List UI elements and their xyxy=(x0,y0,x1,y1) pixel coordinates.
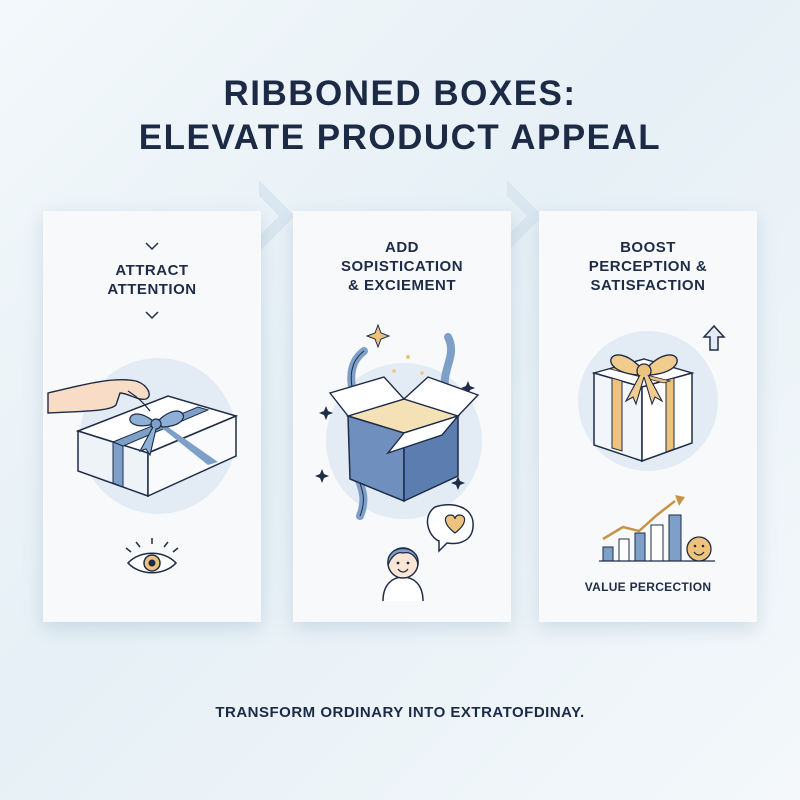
chevron-right-icon xyxy=(259,180,295,252)
chevron-down-icon xyxy=(145,311,159,320)
panel-heading: BOOST PERCEPTION & SATISFACTION xyxy=(588,239,708,294)
panel-add-sophistication: ADD SOPISTICATION & EXCIEMENT xyxy=(293,211,511,622)
value-perception-caption: VALUE PERCECTION xyxy=(584,580,712,594)
gift-box-gold-ribbon-icon xyxy=(578,331,718,471)
chevron-right-icon xyxy=(507,180,543,252)
arrow-up-icon xyxy=(702,324,726,351)
panel-attract-attention: ATTRACT ATTENTION xyxy=(43,211,261,622)
footer-tagline: TRANSFORM ORDINARY INTO EXTRATOFDINAY. xyxy=(215,704,585,721)
eye-icon xyxy=(125,538,179,574)
open-gift-box-icon xyxy=(315,323,482,520)
panel-boost-perception: BOOST PERCEPTION & SATISFACTION VALUE PE… xyxy=(539,211,757,622)
title-line-2: ELEVATE PRODUCT APPEAL xyxy=(138,118,662,157)
page-title: RIBBONED BOXES: ELEVATE PRODUCT APPEAL xyxy=(0,72,800,160)
happy-person-with-heart-icon xyxy=(382,504,474,602)
panel-heading: ADD SOPISTICATION & EXCIEMENT xyxy=(340,239,464,294)
chevron-down-icon xyxy=(145,242,159,251)
gift-box-with-hand-icon xyxy=(47,358,239,514)
title-line-1: RIBBONED BOXES: xyxy=(223,74,577,113)
panel-heading: ATTRACT ATTENTION xyxy=(107,262,197,298)
growth-chart-icon xyxy=(599,495,715,562)
